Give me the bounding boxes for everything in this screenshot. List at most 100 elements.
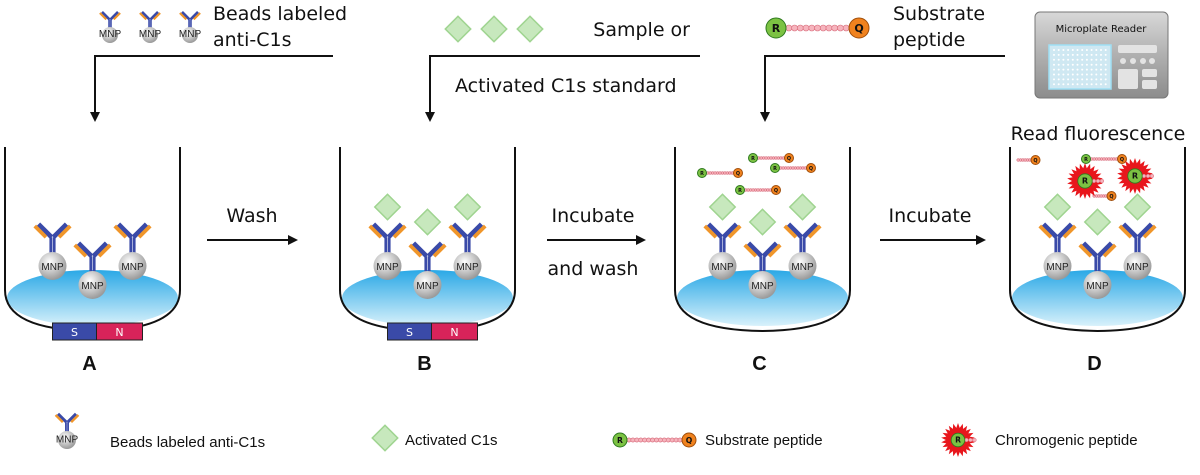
plate-well — [1081, 63, 1084, 66]
reporter-label: R — [772, 22, 781, 35]
beads-input-label: anti-C1s — [213, 29, 292, 51]
mnp-label: MNP — [711, 262, 734, 273]
peptide-link — [630, 437, 636, 443]
quencher-label: Q — [787, 156, 791, 162]
reporter-icon — [748, 153, 758, 163]
legend-diamond-icon — [371, 424, 399, 452]
mnp-bead-icon — [142, 27, 158, 43]
peptide-link — [968, 437, 973, 443]
reporter-label: R — [1084, 157, 1088, 163]
plate-well — [1057, 53, 1060, 56]
mnp-bead-icon — [748, 271, 777, 299]
substrate-input-label: peptide — [893, 29, 965, 51]
plate-well — [1100, 63, 1102, 66]
mnp-bead-icon — [788, 252, 817, 280]
mnp-label: MNP — [56, 434, 79, 445]
substrate-input-label: Substrate — [893, 3, 985, 25]
peptide-link — [797, 24, 804, 32]
peptide-link — [638, 437, 644, 443]
reporter-icon — [950, 432, 966, 448]
plate-well — [1104, 53, 1107, 56]
input-antibody-bead: MNP — [98, 10, 122, 43]
plate-well — [1062, 68, 1065, 71]
plate-well — [1081, 58, 1084, 61]
peptide-link — [1141, 173, 1147, 179]
plate-well — [1057, 58, 1060, 61]
add-substrate-arrow — [760, 55, 1005, 122]
peptide-link — [814, 24, 821, 32]
plate-well — [1104, 83, 1107, 86]
reporter-label: R — [1132, 171, 1139, 181]
reader-panel — [1142, 69, 1157, 77]
input-antibody-bead: MNP — [138, 10, 162, 43]
antibody-bead: MNP — [370, 224, 405, 280]
mnp-label: MNP — [41, 262, 64, 273]
reporter-label: R — [773, 166, 777, 172]
plate-well — [1104, 63, 1107, 66]
plate-well — [1090, 83, 1093, 86]
reader-button — [1149, 58, 1155, 64]
reader-label: Microplate Reader — [1056, 24, 1148, 35]
legend-chromogenic-label: Chromogenic peptide — [995, 432, 1138, 449]
c1s-diamond-icon — [709, 193, 736, 221]
c1s-diamond-icon — [444, 15, 472, 43]
peptide-link — [646, 437, 652, 443]
plate-well — [1053, 78, 1055, 81]
peptide-link — [825, 24, 833, 32]
reporter-icon — [612, 432, 628, 448]
reporter-label: R — [700, 171, 704, 177]
panel-label-c: C — [752, 353, 766, 375]
magnet-north — [431, 322, 478, 341]
plate-well — [1053, 58, 1055, 61]
plate-well — [1053, 63, 1055, 66]
plate-well — [1053, 68, 1055, 71]
reporter-icon — [1077, 173, 1093, 189]
peptide-link — [642, 437, 648, 443]
legend-chromogenic-peptide-icon: R — [941, 423, 977, 457]
c1s-diamond-icon — [516, 15, 544, 43]
plate-well — [1062, 53, 1065, 56]
peptide-link — [802, 24, 810, 32]
mnp-label: MNP — [1126, 262, 1149, 273]
plate-well — [1085, 49, 1088, 51]
plate-well — [1100, 53, 1102, 56]
peptide-link — [1099, 178, 1105, 184]
plate-well — [1053, 73, 1055, 76]
peptide-link — [654, 437, 659, 443]
incubate-wash-step-label: and wash — [548, 258, 639, 280]
beads-input-label: Beads labeled — [213, 3, 347, 25]
mnp-bead-icon — [453, 252, 482, 280]
incubate-wash-step-label: Incubate — [552, 205, 635, 227]
peptide-link — [1145, 173, 1151, 179]
antibody-bead: MNP — [410, 243, 445, 299]
plate-well — [1062, 73, 1065, 76]
plate-well — [1100, 73, 1102, 76]
microplate-reader-icon: Microplate Reader — [1034, 11, 1169, 99]
plate-well — [1071, 63, 1074, 66]
peptide-link — [785, 24, 793, 32]
plate-well — [1085, 63, 1088, 66]
standard-input-label: Activated C1s standard — [455, 75, 677, 97]
plate-well — [1076, 63, 1079, 66]
plate-well — [1053, 53, 1055, 56]
peptide-link — [831, 24, 838, 32]
quencher-label: Q — [774, 188, 778, 194]
plate-well — [1095, 49, 1098, 51]
panel-label-a: A — [82, 353, 96, 375]
reader-panel — [1142, 80, 1157, 89]
mnp-label: MNP — [179, 29, 202, 40]
cleaved-quencher-fragment: Q — [1092, 191, 1117, 201]
mnp-label: MNP — [376, 262, 399, 273]
mnp-bead-icon — [58, 431, 76, 449]
plate-well — [1062, 63, 1065, 66]
plate-well — [1090, 49, 1093, 51]
magnet-north-label: N — [115, 326, 123, 339]
legend-beads-label: Beads labeled anti-C1s — [110, 434, 265, 451]
peptide-link — [964, 437, 969, 443]
panel-label-b: B — [417, 353, 431, 375]
mnp-label: MNP — [139, 29, 162, 40]
plate-well — [1062, 78, 1065, 81]
